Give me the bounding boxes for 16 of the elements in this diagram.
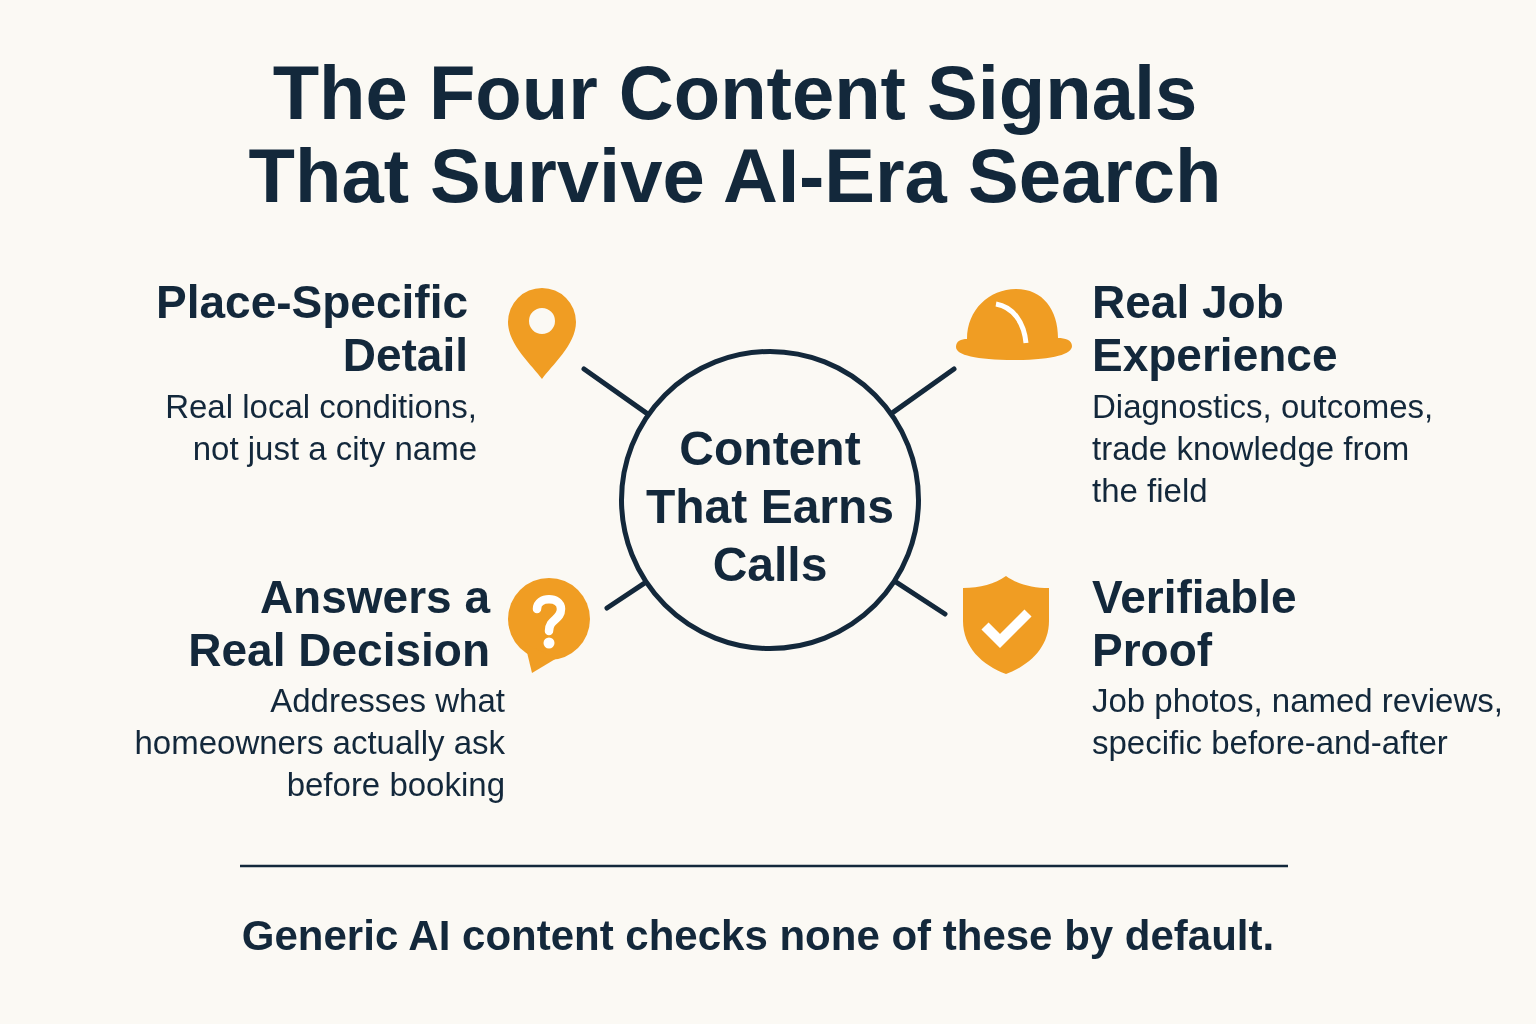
signal-heading: Real Job Experience	[1092, 276, 1339, 382]
signal-description: Real local conditions, not just a city name	[164, 387, 477, 469]
connector-line	[890, 366, 957, 415]
signal-description: Job photos, named reviews, specific before-and-after	[1092, 681, 1504, 763]
connector-line	[894, 579, 948, 617]
signal-heading: Answers a Real Decision	[187, 571, 490, 677]
signal-description: Addresses what homeowners actually ask before booking	[133, 681, 505, 805]
signal-description: Diagnostics, outcomes, trade knowledge from the field	[1092, 387, 1435, 511]
hub-circle	[619, 349, 921, 651]
signal-heading: Place-Specific Detail	[155, 276, 468, 382]
diagram-title: The Four Content Signals That Survive AI-Era Search	[247, 51, 1223, 217]
hub-label: Content That Earns Calls	[644, 421, 896, 593]
connector-line	[604, 580, 647, 611]
footnote-text: Generic AI content checks none of these by default.	[240, 911, 1276, 961]
signal-heading: Verifiable Proof	[1092, 571, 1298, 677]
connector-line	[581, 366, 649, 416]
